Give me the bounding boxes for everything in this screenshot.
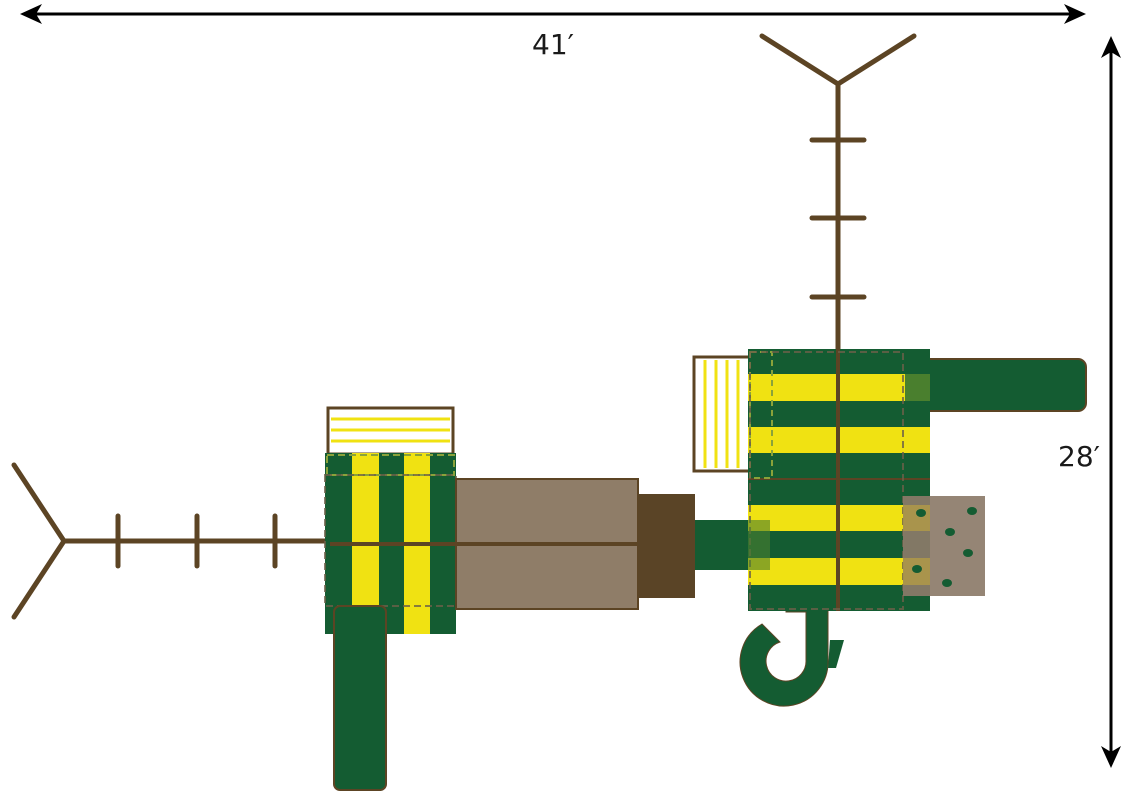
- rock-hold: [942, 579, 952, 587]
- left-straight-slide: [333, 605, 387, 791]
- tube-entry-patch: [748, 520, 770, 570]
- swing-aframe-leg: [11, 462, 67, 544]
- rock-hold: [963, 549, 973, 557]
- rock-hold: [916, 509, 926, 517]
- swing-aframe-leg: [835, 33, 917, 87]
- width-dimension: 41′: [20, 4, 1086, 61]
- depth-dimension: 28′: [1058, 36, 1121, 768]
- rock-hold: [967, 507, 977, 515]
- tower-roof-outline: [326, 454, 455, 476]
- right-swing-beam: [759, 33, 917, 353]
- arrowhead-down-icon: [1101, 746, 1121, 768]
- covered-bridge-roof: [455, 478, 639, 610]
- slide-entry-patch: [905, 374, 930, 401]
- rock-hold: [945, 528, 955, 536]
- swing-aframe-leg: [11, 538, 67, 620]
- rock-hold: [912, 565, 922, 573]
- width-label: 41′: [532, 28, 574, 61]
- tower-upper-deck-outline: [749, 351, 904, 610]
- arrowhead-up-icon: [1101, 36, 1121, 58]
- right-tower-deck: [748, 349, 930, 611]
- depth-label: 28′: [1058, 440, 1100, 473]
- swing-aframe-leg: [759, 33, 841, 87]
- arrowhead-right-icon: [1064, 4, 1086, 24]
- left-ladder: [326, 406, 455, 456]
- arrowhead-left-icon: [20, 4, 42, 24]
- bridge-connector: [638, 494, 695, 598]
- rock-wall: [903, 496, 985, 596]
- right-ladder: [692, 355, 752, 473]
- left-swing-beam: [11, 462, 333, 620]
- spiral-slide: [739, 599, 844, 707]
- right-wave-slide: [904, 358, 1087, 412]
